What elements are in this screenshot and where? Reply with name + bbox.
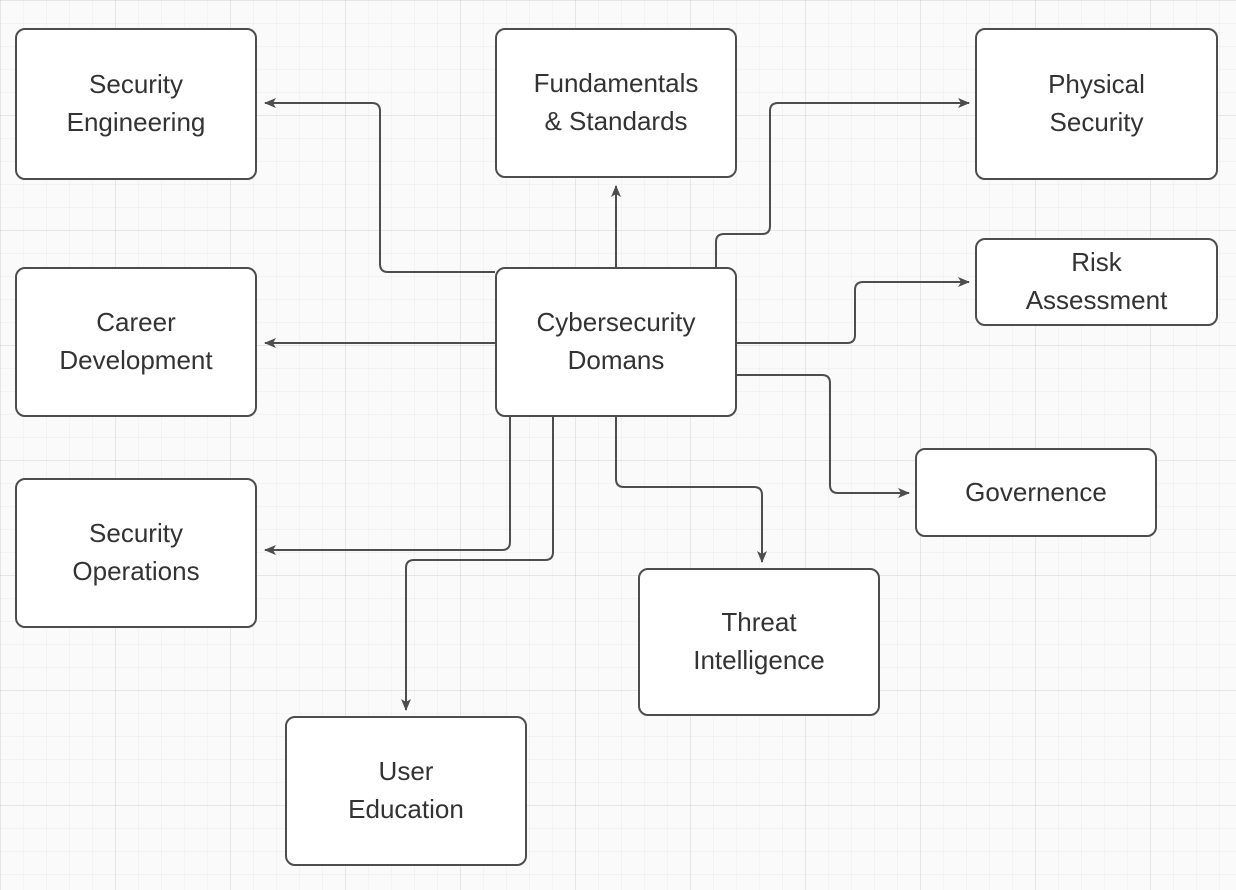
node-user-education[interactable]: User Education [285, 716, 527, 866]
connector-center-to-security-operations [264, 417, 511, 555]
node-security-operations[interactable]: Security Operations [15, 478, 257, 628]
node-label: Career Development [59, 307, 213, 375]
connector-center-to-physical-security [715, 98, 970, 267]
connector-center-to-risk-assessment [737, 277, 970, 344]
connector-center-to-security-engineering [264, 98, 495, 273]
node-label: Governence [965, 476, 1107, 507]
node-security-engineering[interactable]: Security Engineering [15, 28, 257, 180]
connector-center-to-threat-intelligence [615, 417, 767, 563]
node-cybersecurity-domans[interactable]: Cybersecurity Domans [495, 267, 737, 417]
connector-center-to-user-education [401, 417, 554, 711]
node-label: Threat Intelligence [693, 607, 825, 675]
node-label: Risk Assessment [1025, 247, 1168, 315]
node-physical-security[interactable]: Physical Security [975, 28, 1218, 180]
node-label: Fundamentals & Standards [533, 68, 699, 136]
node-fundamentals-standards[interactable]: Fundamentals & Standards [495, 28, 737, 178]
node-risk-assessment[interactable]: Risk Assessment [975, 238, 1218, 326]
node-governence[interactable]: Governence [915, 448, 1157, 537]
node-label: Physical Security [1048, 69, 1145, 137]
node-label: Security Engineering [66, 69, 206, 137]
node-threat-intelligence[interactable]: Threat Intelligence [638, 568, 880, 716]
node-label: User Education [348, 756, 464, 824]
connector-center-to-governence [737, 374, 910, 498]
node-label: Security Operations [72, 518, 200, 586]
node-label: Cybersecurity Domans [536, 307, 696, 375]
node-career-development[interactable]: Career Development [15, 267, 257, 417]
